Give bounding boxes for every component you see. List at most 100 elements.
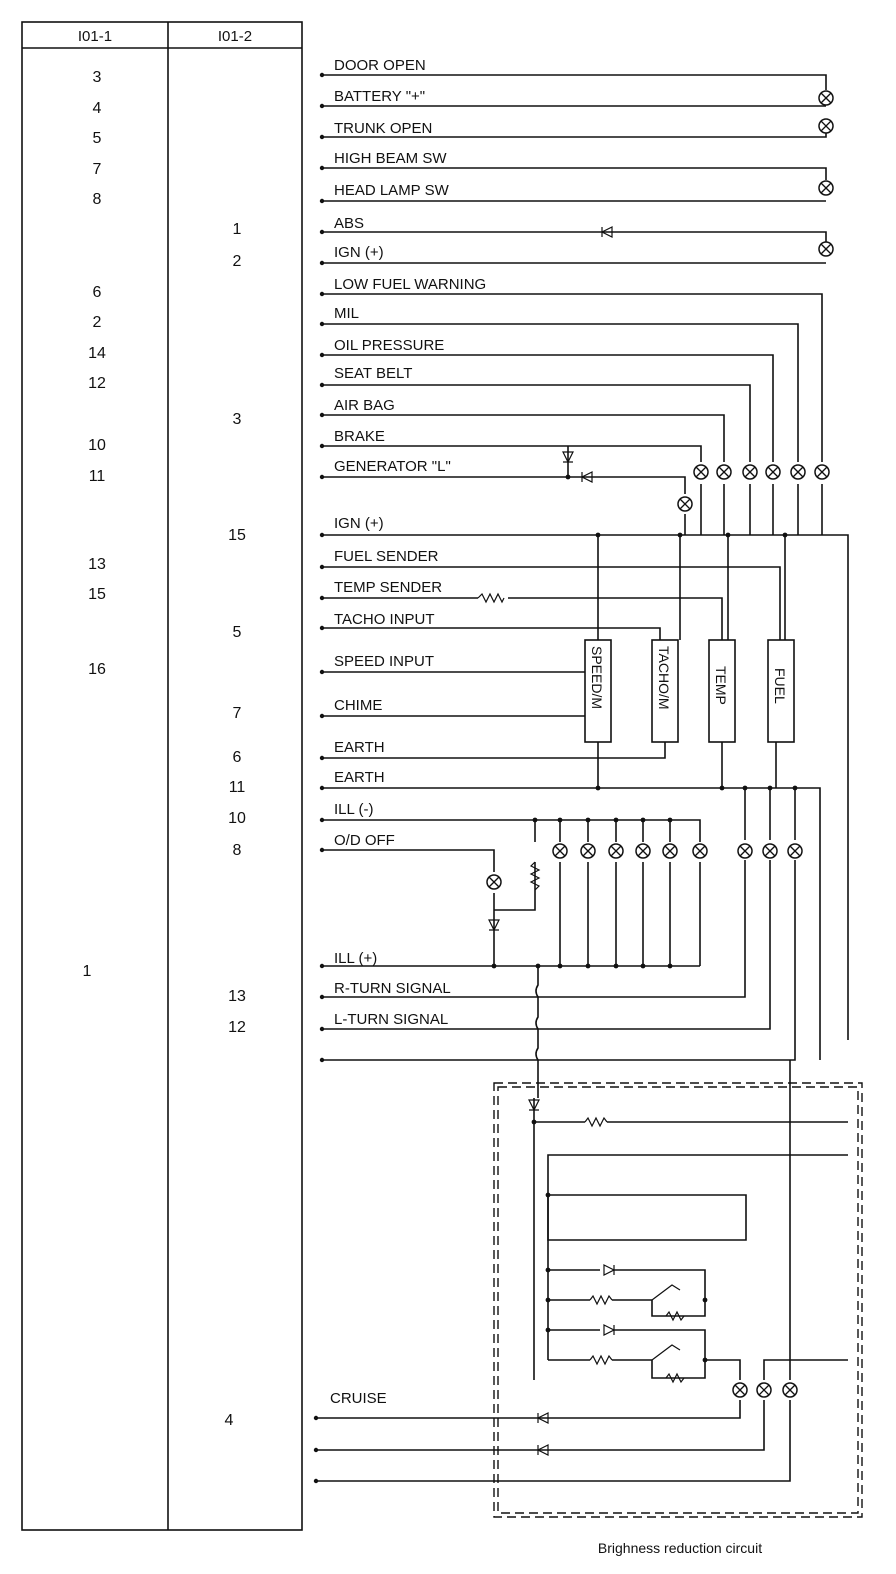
wires [316,74,849,1482]
pin-generator: 11 [89,468,106,485]
pin-earth-1: 6 [233,749,242,766]
label-ign-1: IGN (+) [334,244,384,261]
label-low-fuel: LOW FUEL WARNING [334,276,486,293]
lamp-icon [486,874,502,890]
label-l-turn: L-TURN SIGNAL [334,1011,448,1028]
pin-abs: 1 [233,221,242,238]
label-door-open: DOOR OPEN [334,57,426,74]
pin-trunk-open: 5 [93,130,102,147]
od-resistor-icon [529,861,541,891]
label-air-bag: AIR BAG [334,397,395,414]
diode-circuit-3-icon [603,1324,616,1336]
pin-ign-1: 2 [233,253,242,270]
wire-earth-1 [322,742,666,759]
gauge-temp-label: TEMP [713,666,729,705]
signal-labels: DOOR OPEN BATTERY "+" TRUNK OPEN HIGH BE… [330,57,486,1407]
lamp-icon [737,843,753,859]
label-seat-belt: SEAT BELT [334,365,412,382]
wire-cruise [316,1400,741,1419]
pin-speed-input: 16 [88,661,106,678]
lamp-icon [818,90,834,106]
wire-ill-minus [322,819,701,842]
diode-cruise-icon [536,1412,549,1424]
lamp-icon [732,1382,748,1398]
circuit-dashed-boundary [493,1082,863,1518]
wire-lamp-2-up [763,1359,848,1380]
wire-high-beam [322,167,827,180]
pin-numbers: 3 4 5 7 8 1 2 6 2 14 12 3 10 11 15 13 15… [83,69,246,1429]
temp-sender-resistor [477,592,505,604]
pin-battery: 4 [93,100,102,117]
wire-diode-1-out [614,1269,706,1300]
lamp-icon [693,464,709,480]
circuit-resistor-5 [665,1372,685,1384]
pin-r-turn: 13 [228,988,246,1005]
lamp-icon [818,180,834,196]
gauge-fuel-box [767,639,795,743]
diode-abs-icon [600,226,613,238]
circuit-dashed-boundary-inner [497,1086,859,1514]
lamp-icon [818,241,834,257]
label-cruise: CRUISE [330,1390,387,1407]
switch-2 [651,1344,681,1361]
wire-air-bag [322,414,725,462]
lamp-icon [765,464,781,480]
wire-switch-2-loop [651,1360,706,1379]
wire-diode-2-out [614,1329,706,1360]
pin-door-open: 3 [93,69,102,86]
label-tacho-input: TACHO INPUT [334,611,435,628]
pin-seat-belt: 12 [88,375,106,392]
pin-low-fuel: 6 [93,284,102,301]
label-earth-2: EARTH [334,769,385,786]
label-temp-sender: TEMP SENDER [334,579,442,596]
label-r-turn: R-TURN SIGNAL [334,980,451,997]
wire-earth-2 [322,787,821,1060]
wire-circuit-loop [547,1154,848,1195]
label-head-lamp: HEAD LAMP SW [334,182,450,199]
pin-mil: 2 [93,314,102,331]
lamp-icon [814,464,830,480]
wire-generator [322,476,686,494]
lamp-icon [782,1382,798,1398]
circuit-resistor-1 [584,1116,608,1128]
pin-chime: 7 [233,705,242,722]
label-fuel-sender: FUEL SENDER [334,548,439,565]
lamp-icon [552,843,568,859]
wire-od-off [322,849,495,872]
gauge-speed-box [584,639,612,743]
pin-brake: 10 [88,437,106,454]
wire-abs [322,231,827,242]
wire-ign-bus [322,534,849,1040]
lamp-icon [742,464,758,480]
label-trunk-open: TRUNK OPEN [334,120,432,137]
pin-temp-sender: 15 [88,586,106,603]
pin-l-turn: 12 [228,1019,246,1036]
label-speed-input: SPEED INPUT [334,653,434,670]
pin-od-off: 8 [233,842,242,859]
pin-ill-minus: 10 [228,810,246,827]
lamp-icon [608,843,624,859]
label-ill-minus: ILL (-) [334,801,373,818]
wire-switch-1-loop [651,1300,706,1317]
switch-1 [651,1284,681,1301]
label-ign-2: IGN (+) [334,515,384,532]
wire-crossing [535,966,539,1098]
pin-ill-plus: 1 [83,963,92,980]
wire-seat-belt [322,384,751,462]
wire-low-fuel [322,293,823,462]
brightness-reduction-circuit: Brighness reduction circuit [493,1082,863,1556]
pin-tacho-input: 5 [233,624,242,641]
lamp-icon [662,843,678,859]
gauge-fuel-label: FUEL [772,668,788,704]
circuit-caption: Brighness reduction circuit [598,1540,762,1556]
connector-pin-table: I01-1 I01-2 [21,21,303,1531]
wire-brake [322,445,702,462]
lamp-icon [677,496,693,512]
lamps [486,90,834,1398]
diodes [488,226,616,1456]
diode-bottom-icon [536,1444,549,1456]
label-battery: BATTERY "+" [334,88,425,105]
wire-door-open [322,74,827,90]
label-od-off: O/D OFF [334,832,395,849]
gauge-speed-label: SPEED/M [589,646,605,709]
